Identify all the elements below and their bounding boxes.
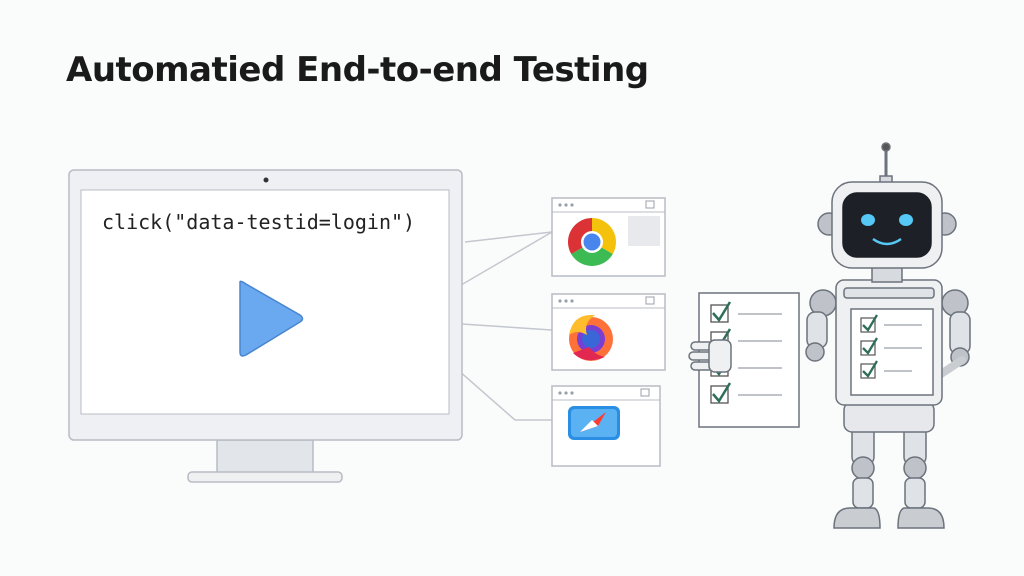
robot-smile [872, 237, 902, 246]
check-row [860, 314, 922, 333]
browser-placeholder-block [628, 216, 660, 246]
firefox-icon [569, 314, 613, 361]
check-icon [712, 301, 732, 323]
check-icon [862, 337, 878, 355]
play-icon[interactable] [239, 280, 304, 357]
check-row [710, 382, 782, 404]
monitor-neck [216, 439, 314, 475]
check-row [860, 360, 912, 379]
check-icon [712, 382, 732, 404]
robot-icon [688, 142, 971, 529]
chrome-icon [567, 218, 617, 267]
safari-icon [568, 406, 620, 440]
check-icon [862, 314, 878, 332]
monitor-base [187, 471, 343, 483]
page-title: Automatied End-to-end Testing [66, 50, 649, 90]
check-row [860, 337, 922, 356]
chest-checklist [860, 314, 922, 379]
code-snippet: click("data-testid=login") [102, 210, 416, 234]
check-row [710, 301, 782, 323]
browser-window-firefox [551, 293, 666, 371]
monitor [68, 169, 463, 483]
robot-face-visor [842, 192, 932, 258]
browser-window-safari [551, 385, 661, 467]
robot-eye [899, 214, 913, 226]
robot-eye [861, 214, 875, 226]
browser-window-chrome [551, 197, 666, 277]
webcam-dot [263, 177, 269, 183]
check-icon [862, 360, 878, 378]
